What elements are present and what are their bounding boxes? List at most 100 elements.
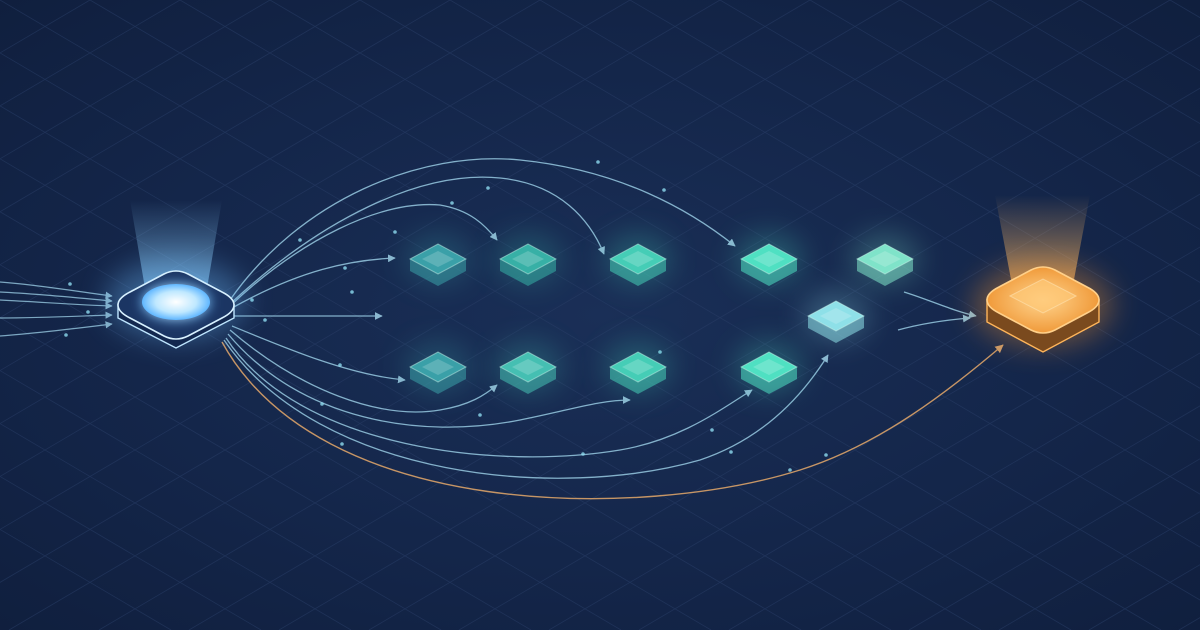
particle-dot [250, 298, 254, 302]
particle-dot [478, 413, 482, 417]
incoming-edge [0, 291, 113, 304]
flow-edge [229, 176, 605, 305]
process-node-inner [753, 251, 785, 267]
flow-edge [225, 337, 753, 458]
grid-line [0, 0, 541, 319]
flow-edge [231, 325, 406, 384]
grid-line [899, 0, 1200, 177]
grid-line [0, 158, 802, 630]
process-node-top [498, 243, 558, 275]
grid-line [0, 476, 262, 630]
process-node-top [408, 243, 468, 275]
process-node-inner [512, 251, 544, 267]
grid-line [728, 352, 1200, 630]
grid-line [179, 0, 1200, 601]
grid-line [809, 0, 1200, 230]
flow-edge [231, 254, 396, 309]
process-node-top [739, 351, 799, 383]
particle-dot [581, 452, 585, 456]
process-node-inner [622, 251, 654, 267]
process-node-inner [622, 359, 654, 375]
flow-edge [223, 339, 829, 479]
particle-dot [343, 266, 347, 270]
process-node-inner [753, 359, 785, 375]
grid-line [0, 0, 91, 54]
process-node[interactable] [802, 290, 870, 343]
grid-line [8, 0, 1081, 630]
grid-line [0, 0, 451, 266]
grid-line [0, 0, 271, 160]
grid-line [989, 0, 1200, 124]
process-node[interactable] [404, 341, 472, 394]
flow-edge-to-sink [221, 341, 1004, 500]
flow-edge [229, 158, 736, 301]
grid-line [0, 0, 811, 477]
grid-line [629, 0, 1200, 336]
flow-edge [227, 333, 631, 428]
incoming-edge [0, 321, 113, 337]
flow-edge [229, 329, 498, 413]
process-node[interactable] [735, 341, 803, 394]
incoming-edge [0, 281, 113, 299]
process-node[interactable] [494, 233, 562, 286]
process-node-top [739, 243, 799, 275]
grid-line [0, 52, 982, 630]
grid-line [0, 0, 631, 372]
particle-dot [64, 333, 68, 337]
source-node[interactable] [106, 200, 246, 349]
grid-line [0, 264, 622, 630]
particle-dot [320, 402, 324, 406]
process-node[interactable] [604, 341, 672, 394]
flow-edge [903, 291, 977, 319]
particle-dot [68, 282, 72, 286]
grid-line [0, 105, 892, 630]
process-node-top [408, 351, 468, 383]
process-node-inner [422, 251, 454, 267]
particle-dot [729, 450, 733, 454]
intermediate-nodes [404, 233, 919, 394]
sink-inner [1008, 278, 1078, 314]
grid-line [359, 0, 1200, 495]
process-node-side [610, 259, 666, 286]
process-node-side [410, 259, 466, 286]
grid-line [0, 0, 991, 583]
sink-edge [221, 341, 1004, 500]
particle-dot [263, 318, 267, 322]
process-node-side [500, 259, 556, 286]
grid-line [0, 0, 1072, 630]
process-node[interactable] [494, 341, 562, 394]
process-node-top [608, 351, 668, 383]
process-node-top [855, 243, 915, 275]
process-node-side [610, 367, 666, 394]
grid-line [0, 0, 361, 213]
process-node-side [741, 367, 797, 394]
grid-line [818, 405, 1200, 630]
process-node-top [498, 351, 558, 383]
incoming-edge [0, 299, 113, 310]
process-node-inner [869, 251, 901, 267]
process-node-inner [422, 359, 454, 375]
process-node-top [806, 300, 866, 332]
grid-line [368, 140, 1200, 630]
process-node[interactable] [851, 233, 919, 286]
particle-dot [662, 188, 666, 192]
flow-edges [223, 158, 977, 479]
grid-line [89, 0, 1162, 630]
grid-line [0, 370, 442, 630]
flow-edge [897, 314, 971, 331]
incoming-edges [0, 281, 113, 337]
process-node[interactable] [604, 233, 672, 286]
grid-line [188, 34, 1200, 630]
sink-node[interactable] [973, 195, 1113, 353]
process-node[interactable] [404, 233, 472, 286]
particle-dot [710, 428, 714, 432]
grid-line [719, 0, 1200, 283]
grid-line [0, 0, 901, 530]
grid-line [998, 511, 1200, 630]
process-node-side [500, 367, 556, 394]
grid-line [0, 423, 352, 630]
process-node[interactable] [735, 233, 803, 286]
process-node-side [808, 316, 864, 343]
